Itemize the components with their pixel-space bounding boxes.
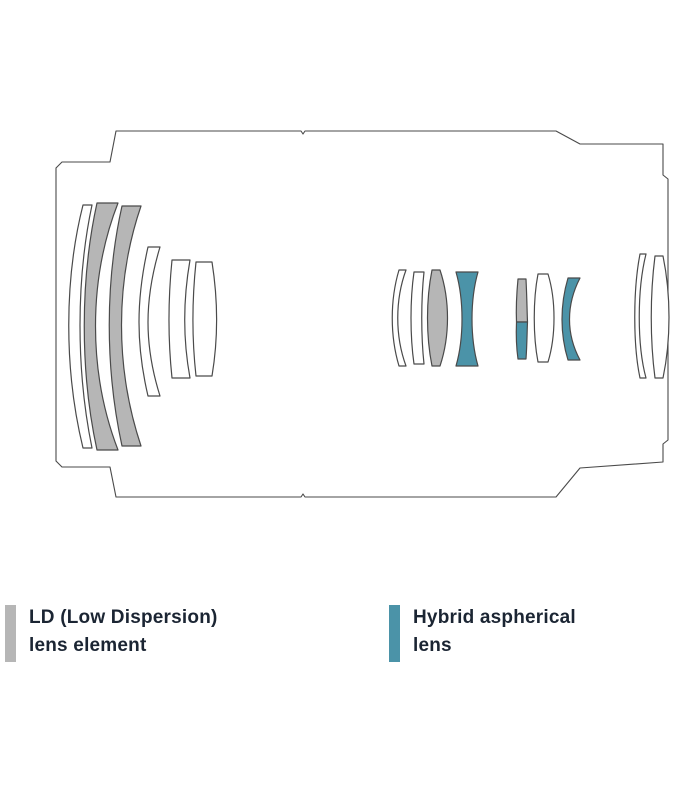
lens-element [634, 253, 647, 379]
hybrid-aspherical-lens-element [515, 321, 529, 360]
hybrid-label-line2: lens [413, 635, 452, 656]
ld-label-line1: LD (Low Dispersion) [29, 607, 218, 628]
lens-diagram-container [55, 130, 670, 498]
hybrid-label-line1: Hybrid aspherical [413, 607, 576, 628]
lens-element [391, 269, 407, 367]
legend-item-hybrid: Hybrid aspherical lens [389, 602, 576, 662]
lens-element [410, 271, 425, 365]
hybrid-color-swatch [389, 605, 400, 662]
legend-label-hybrid: Hybrid aspherical lens [413, 602, 576, 660]
ld-lens-element [426, 269, 449, 367]
ld-label-line2: lens element [29, 635, 147, 656]
lens-barrel-outline [55, 130, 669, 498]
lens-construction-diagram [55, 130, 670, 498]
hybrid-aspherical-lens-element [455, 271, 479, 367]
ld-color-swatch [5, 605, 16, 662]
ld-lens-element [515, 278, 529, 323]
legend-label-ld: LD (Low Dispersion) lens element [29, 602, 218, 660]
lens-element [168, 259, 191, 379]
hybrid-aspherical-lens-element [561, 277, 581, 361]
legend-item-ld: LD (Low Dispersion) lens element [5, 602, 218, 662]
ld-lens-element [108, 205, 142, 447]
lens-element [650, 255, 670, 379]
lens-element [68, 204, 93, 449]
lens-element [192, 261, 218, 377]
lens-element [533, 273, 555, 363]
ld-lens-element [83, 202, 119, 451]
lens-element [138, 246, 161, 397]
legend: LD (Low Dispersion) lens element Hybrid … [0, 602, 700, 672]
